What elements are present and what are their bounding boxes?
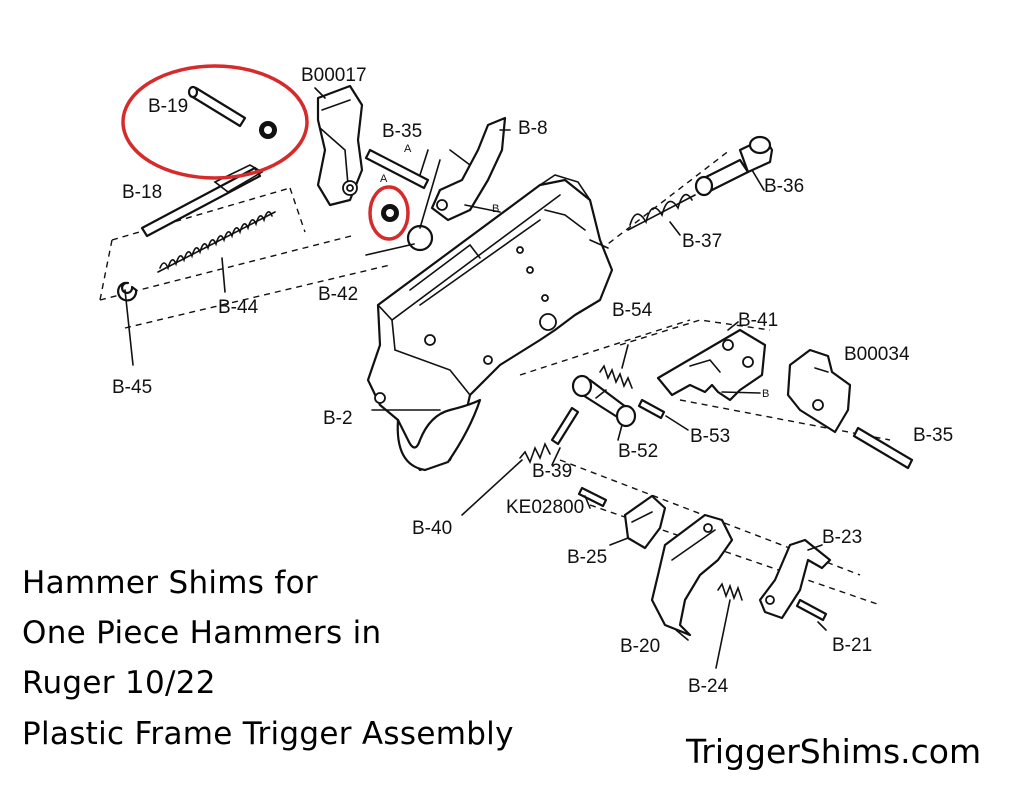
label-b44: B-44 [218, 297, 259, 318]
site-name: TriggerShims.com [686, 732, 982, 771]
block-b25 [623, 494, 667, 550]
part-b23 [758, 538, 832, 620]
label-b2: B-2 [323, 408, 353, 429]
label-b39: B-39 [532, 461, 572, 482]
spring-b37 [627, 193, 696, 231]
callout-a-lower: A [380, 173, 388, 185]
hammer-shim-lower [381, 204, 399, 222]
pin-b39 [550, 406, 580, 446]
hammer-shim-top [259, 121, 277, 139]
label-b41: B-41 [738, 310, 778, 331]
label-b42: B-42 [318, 284, 358, 305]
callout-b-upper: B [492, 203, 499, 215]
cylinder-b52 [571, 374, 637, 428]
pin-b19 [187, 85, 247, 128]
plate-b41 [656, 328, 767, 402]
pin-b35-top [364, 148, 430, 190]
part-b42 [406, 224, 434, 252]
lever-b8 [430, 116, 507, 222]
highlight-ellipse-shim [368, 185, 410, 241]
label-b54: B-54 [612, 300, 653, 321]
pin-b53 [637, 398, 666, 420]
sear-b00034 [786, 348, 852, 434]
label-b35-right: B-35 [913, 425, 953, 446]
pin-ke02800 [577, 486, 608, 508]
spring-b40 [519, 441, 551, 465]
spring-b54 [599, 364, 633, 389]
callout-letters: A A B B [380, 143, 769, 400]
label-b00017: B00017 [301, 65, 367, 86]
label-b52: B-52 [618, 441, 658, 462]
caption-line-4: Plastic Frame Trigger Assembly [22, 716, 514, 752]
label-b18: B-18 [122, 182, 162, 203]
clip-b45 [117, 281, 138, 302]
label-b45: B-45 [112, 377, 152, 398]
part-labels: B00017 B-19 B-35 B-8 B-36 B-18 B-37 B-42… [112, 65, 953, 697]
trigger-b20 [650, 513, 734, 637]
label-b35-top: B-35 [382, 121, 422, 142]
pin-b21 [795, 598, 828, 622]
highlight-ellipse-hammer-pin [121, 64, 309, 180]
caption-line-1: Hammer Shims for [22, 565, 318, 601]
label-b00034: B00034 [844, 344, 910, 365]
pin-b35-right [852, 426, 914, 470]
plunger-b36 [694, 135, 774, 197]
label-b21: B-21 [832, 635, 872, 656]
label-ke02800: KE02800 [506, 497, 584, 518]
label-b23: B-23 [822, 527, 862, 548]
label-b20: B-20 [620, 636, 660, 657]
callout-a-upper: A [404, 143, 412, 155]
label-b40: B-40 [412, 518, 452, 539]
highlight-circles [121, 64, 410, 241]
spring-b44 [157, 211, 276, 273]
label-b37: B-37 [682, 231, 722, 252]
spring-b24 [717, 582, 743, 601]
callout-b-lower: B [762, 388, 769, 400]
label-b36: B-36 [764, 176, 804, 197]
caption-line-3: Ruger 10/22 [22, 665, 216, 701]
trigger-housing-b2 [366, 174, 614, 472]
label-b8: B-8 [518, 118, 548, 139]
label-b19: B-19 [148, 96, 188, 117]
leader-lines [124, 87, 827, 669]
label-b24: B-24 [688, 676, 729, 697]
caption-line-2: One Piece Hammers in [22, 615, 382, 651]
label-b25: B-25 [567, 547, 607, 568]
hammer-b00017 [316, 84, 364, 207]
label-b53: B-53 [690, 426, 730, 447]
